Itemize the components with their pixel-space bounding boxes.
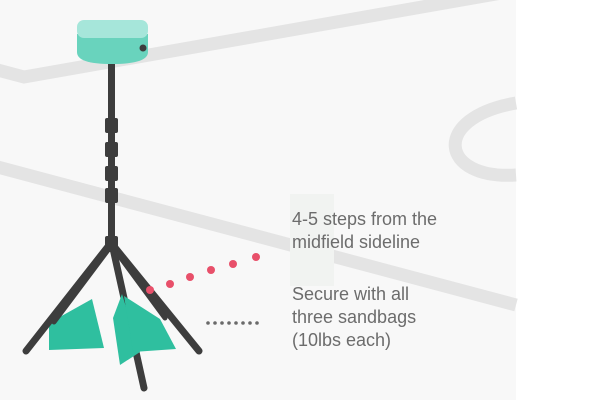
sandbag-dot <box>227 321 231 325</box>
distance-marker <box>146 253 260 294</box>
callout-sandbags: Secure with all three sandbags (10lbs ea… <box>292 283 472 352</box>
sandbag-dot <box>241 321 245 325</box>
distance-dot <box>229 260 237 268</box>
callout-steps-line: midfield sideline <box>292 232 421 252</box>
sandbag-dot <box>234 321 238 325</box>
sandbag-dot <box>213 321 217 325</box>
callout-steps: 4-5 steps from the midfield sideline <box>292 208 502 254</box>
distance-dot <box>207 266 215 274</box>
sandbag-right <box>124 296 176 352</box>
distance-dot <box>166 280 174 288</box>
label-highlight <box>290 194 334 286</box>
field-line-middle <box>0 160 518 312</box>
tripod-icon <box>105 58 118 252</box>
callout-sandbags-line: Secure with all <box>292 284 410 304</box>
pole-clamp-3 <box>105 166 118 181</box>
sandbag-dot <box>248 321 252 325</box>
distance-dot <box>186 273 194 281</box>
camera-body <box>77 34 148 64</box>
tripod-leg-inner-left <box>51 243 114 325</box>
distance-dot <box>252 253 260 261</box>
distance-dot <box>146 286 154 294</box>
sandbag-dot <box>255 321 259 325</box>
field-arc <box>448 96 518 182</box>
camera-head-icon <box>77 20 148 64</box>
callout-steps-line: 4-5 steps from the <box>292 209 438 229</box>
tripod-hub <box>105 236 118 252</box>
pole-clamp-2 <box>105 142 118 157</box>
camera-top <box>77 20 148 38</box>
sandbag-left <box>49 299 104 350</box>
camera-lens <box>139 44 147 52</box>
tripod-leg-inner-right <box>109 243 168 321</box>
field-line-top <box>0 0 500 84</box>
pole-clamp-1 <box>105 118 118 133</box>
sandbag-dot <box>206 321 210 325</box>
sandbag-icon <box>49 294 176 365</box>
pole-clamp-4 <box>105 188 118 203</box>
sandbag-marker <box>206 321 259 325</box>
sandbag-dot <box>220 321 224 325</box>
callout-sandbags-line: (10lbs each) <box>292 330 392 350</box>
callout-sandbags-line: three sandbags <box>292 307 417 327</box>
